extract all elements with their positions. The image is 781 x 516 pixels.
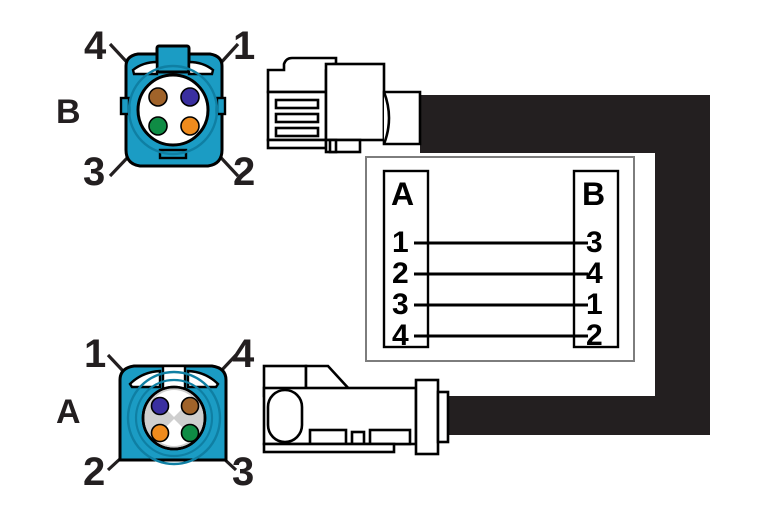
wiring-table-col-b (572, 169, 620, 349)
wiring-table-col-a (382, 169, 430, 349)
pin-b-3-green (148, 116, 168, 136)
connector-a-corner-1: 1 (84, 332, 107, 376)
wiring-table-frame (365, 156, 635, 362)
plug-a (262, 364, 450, 456)
connector-b-corner-2: 2 (233, 150, 256, 194)
pin-a-3-green (180, 423, 200, 443)
cable-path (420, 95, 710, 435)
connector-b-corner-3: 3 (83, 150, 106, 194)
pin-b-1-blue (180, 87, 200, 107)
wiring-row-a-3: 3 (392, 288, 409, 321)
connector-b-keyway (155, 44, 191, 74)
cable-bottom-segment (420, 396, 710, 435)
connector-a-corner-4: 4 (232, 332, 255, 376)
connector-b-corner-4: 4 (84, 24, 107, 68)
connector-a-keyslot-right (186, 369, 220, 389)
plug-b (266, 56, 422, 154)
pin-b-4-brown (148, 87, 168, 107)
wiring-table-links (414, 241, 588, 338)
wiring-row-b-2: 4 (586, 257, 603, 290)
connector-a-label: A (56, 393, 81, 431)
cable-right-segment (655, 95, 710, 435)
connector-b-corner-1: 1 (233, 24, 256, 68)
wiring-row-b-4: 2 (586, 319, 603, 352)
pin-a-4-brown (180, 396, 200, 416)
wiring-row-a-2: 2 (392, 257, 409, 290)
wiring-row-a-1: 1 (392, 226, 409, 259)
wiring-table-header-b: B (582, 176, 606, 212)
connector-a-corner-2: 2 (83, 450, 106, 494)
wiring-table-header-a: A (391, 176, 415, 212)
connector-a-pins (150, 396, 200, 443)
connector-b-pins (148, 87, 200, 136)
pin-a-2-orange (150, 423, 170, 443)
wiring-row-a-4: 4 (392, 319, 409, 352)
connector-b-label: B (56, 93, 81, 131)
wiring-row-b-1: 3 (586, 226, 603, 259)
wiring-row-b-3: 1 (586, 288, 603, 321)
pin-a-1-blue (150, 396, 170, 416)
connector-a-corner-3: 3 (232, 450, 255, 494)
connector-a-keyslot-left (128, 369, 162, 389)
pin-b-2-orange (180, 116, 200, 136)
